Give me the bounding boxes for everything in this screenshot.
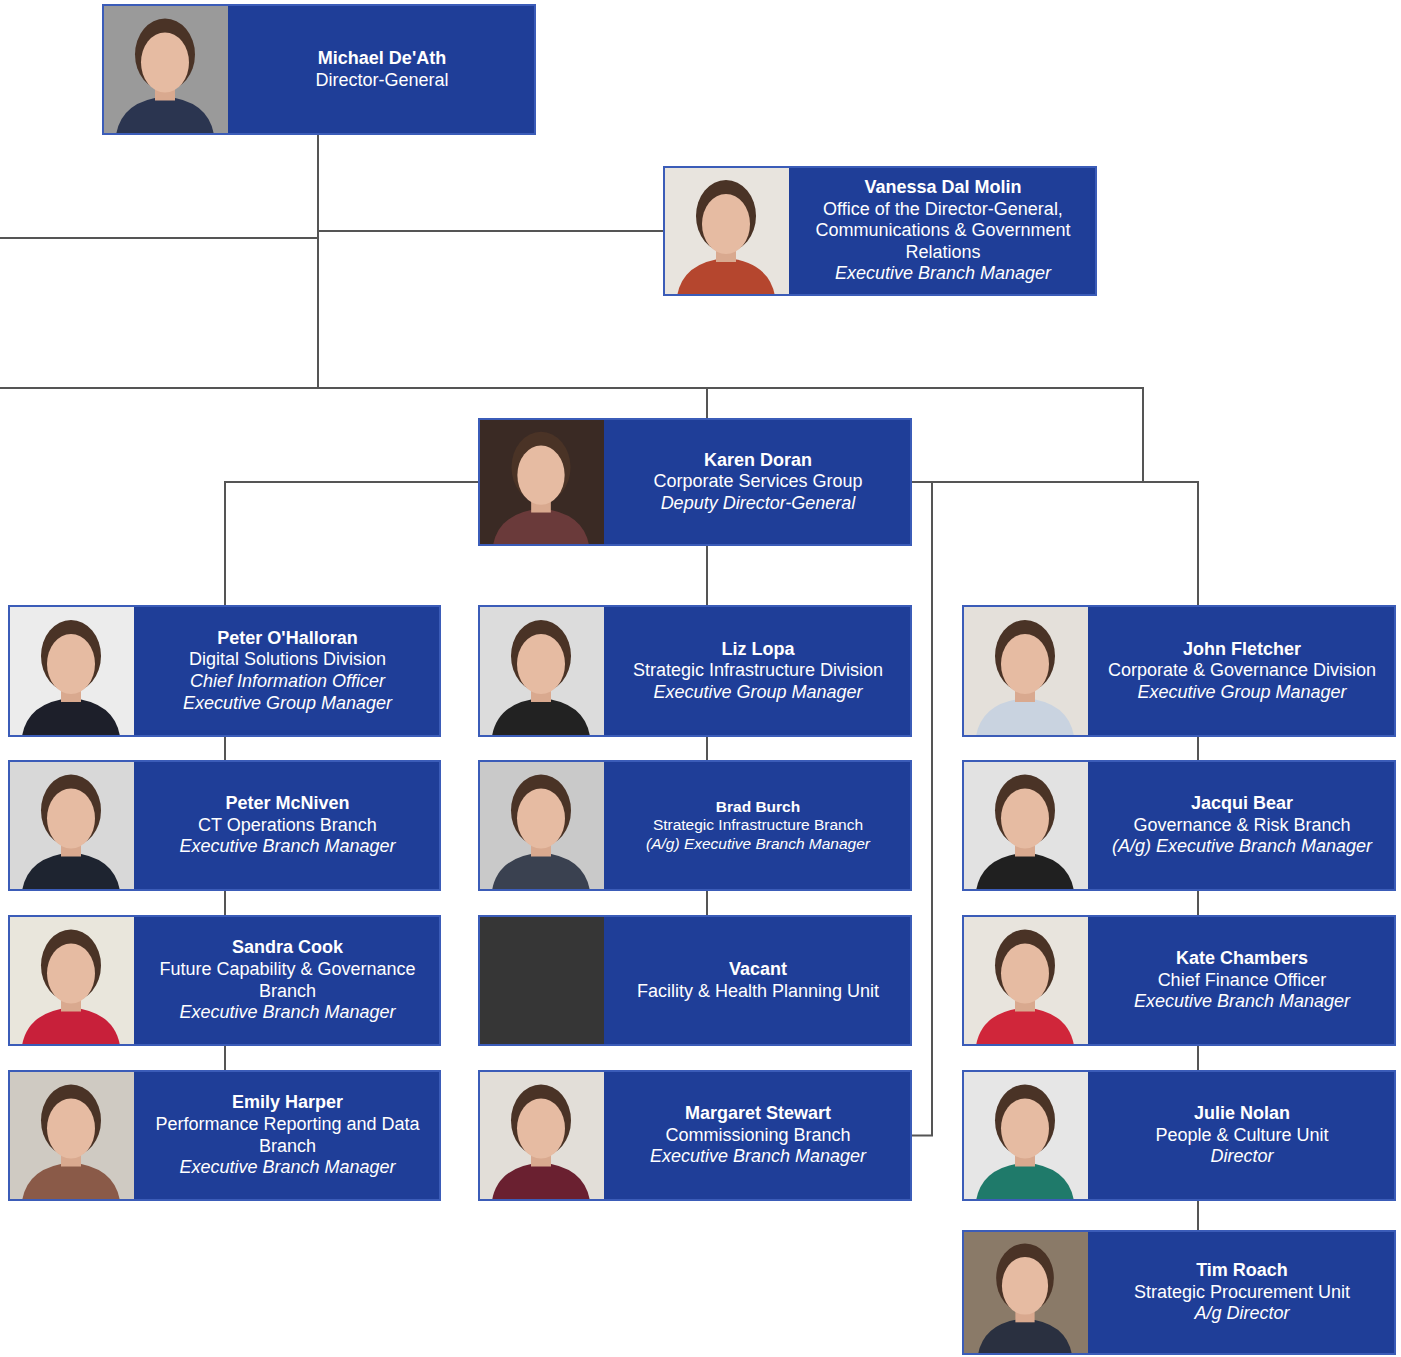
reporting-line: [706, 891, 708, 915]
reporting-line: [1197, 1201, 1199, 1230]
role-text: Performance Reporting and Data Branch: [144, 1114, 431, 1157]
role-text: Executive Group Manager: [1137, 682, 1346, 704]
person-name: Michael De'Ath: [318, 48, 446, 70]
role-text: Office of the Director-General, Communic…: [799, 199, 1087, 264]
role-text: Strategic Infrastructure Branch: [653, 816, 863, 835]
role-text: Corporate & Governance Division: [1108, 660, 1376, 682]
person-name: Peter O'Halloran: [217, 628, 357, 650]
role-text: Executive Branch Manager: [650, 1146, 866, 1168]
reporting-line: [706, 546, 708, 605]
role-text: Executive Group Manager: [183, 693, 392, 715]
person-name: John Fletcher: [1183, 639, 1301, 661]
person-card: John FletcherCorporate & Governance Divi…: [962, 605, 1396, 737]
role-text: Chief Finance Officer: [1158, 970, 1327, 992]
role-text: (A/g) Executive Branch Manager: [646, 835, 870, 854]
person-card: Kate ChambersChief Finance OfficerExecut…: [962, 915, 1396, 1046]
person-name: Kate Chambers: [1176, 948, 1308, 970]
role-text: Digital Solutions Division: [189, 649, 386, 671]
role-text: A/g Director: [1194, 1303, 1289, 1325]
person-card: Peter McNivenCT Operations BranchExecuti…: [8, 760, 441, 891]
reporting-line: [706, 737, 708, 760]
person-card: Julie NolanPeople & Culture UnitDirector: [962, 1070, 1396, 1201]
role-text: Corporate Services Group: [653, 471, 862, 493]
role-text: People & Culture Unit: [1155, 1125, 1328, 1147]
person-card: Jacqui BearGovernance & Risk Branch(A/g)…: [962, 760, 1396, 891]
person-name: Julie Nolan: [1194, 1103, 1290, 1125]
reporting-line: [224, 737, 226, 760]
reporting-line: [318, 135, 663, 231]
role-text: Executive Branch Manager: [179, 836, 395, 858]
person-card: Michael De'AthDirector-General: [102, 4, 536, 135]
person-card: Karen DoranCorporate Services GroupDeput…: [478, 418, 912, 546]
reporting-line: [1197, 737, 1199, 760]
role-text: Executive Branch Manager: [1134, 991, 1350, 1013]
role-text: CT Operations Branch: [198, 815, 377, 837]
role-text: Future Capability & Governance Branch: [144, 959, 431, 1002]
role-text: Chief Information Officer: [190, 671, 385, 693]
role-text: Governance & Risk Branch: [1133, 815, 1350, 837]
reporting-line: [318, 135, 707, 418]
role-text: Executive Branch Manager: [179, 1002, 395, 1024]
person-name: Emily Harper: [232, 1092, 343, 1114]
person-card: Liz LopaStrategic Infrastructure Divisio…: [478, 605, 912, 737]
role-text: Facility & Health Planning Unit: [637, 981, 879, 1003]
person-name: Margaret Stewart: [685, 1103, 831, 1125]
role-text: Executive Branch Manager: [179, 1157, 395, 1179]
person-name: Jacqui Bear: [1191, 793, 1293, 815]
role-text: (A/g) Executive Branch Manager: [1112, 836, 1372, 858]
person-card: Emily HarperPerformance Reporting and Da…: [8, 1070, 441, 1201]
person-name: Tim Roach: [1196, 1260, 1288, 1282]
reporting-line: [225, 482, 478, 605]
reporting-line: [224, 891, 226, 915]
person-card: Sandra CookFuture Capability & Governanc…: [8, 915, 441, 1046]
person-card: Brad BurchStrategic Infrastructure Branc…: [478, 760, 912, 891]
role-text: Executive Group Manager: [653, 682, 862, 704]
role-text: Director-General: [315, 70, 448, 92]
person-name: Liz Lopa: [722, 639, 795, 661]
person-card: Margaret StewartCommissioning BranchExec…: [478, 1070, 912, 1201]
reporting-line: [1197, 891, 1199, 915]
reporting-line: [912, 482, 1198, 605]
person-card: Vanessa Dal MolinOffice of the Director-…: [663, 166, 1097, 296]
person-name: Vacant: [729, 959, 787, 981]
person-card: Peter O'HalloranDigital Solutions Divisi…: [8, 605, 441, 737]
role-text: Commissioning Branch: [665, 1125, 850, 1147]
person-card: VacantFacility & Health Planning Unit: [478, 915, 912, 1046]
person-name: Peter McNiven: [225, 793, 349, 815]
role-text: Strategic Infrastructure Division: [633, 660, 883, 682]
person-card: Tim RoachStrategic Procurement UnitA/g D…: [962, 1230, 1396, 1355]
role-text: Strategic Procurement Unit: [1134, 1282, 1350, 1304]
person-name: Sandra Cook: [232, 937, 343, 959]
role-text: Deputy Director-General: [661, 493, 856, 515]
reporting-line: [1197, 1046, 1199, 1070]
role-text: Director: [1210, 1146, 1273, 1168]
person-name: Brad Burch: [716, 798, 800, 817]
person-name: Vanessa Dal Molin: [864, 177, 1021, 199]
person-name: Karen Doran: [704, 450, 812, 472]
reporting-line: [912, 482, 932, 1136]
reporting-line: [224, 1046, 226, 1070]
role-text: Executive Branch Manager: [835, 263, 1051, 285]
photos: [8, 4, 1088, 1355]
